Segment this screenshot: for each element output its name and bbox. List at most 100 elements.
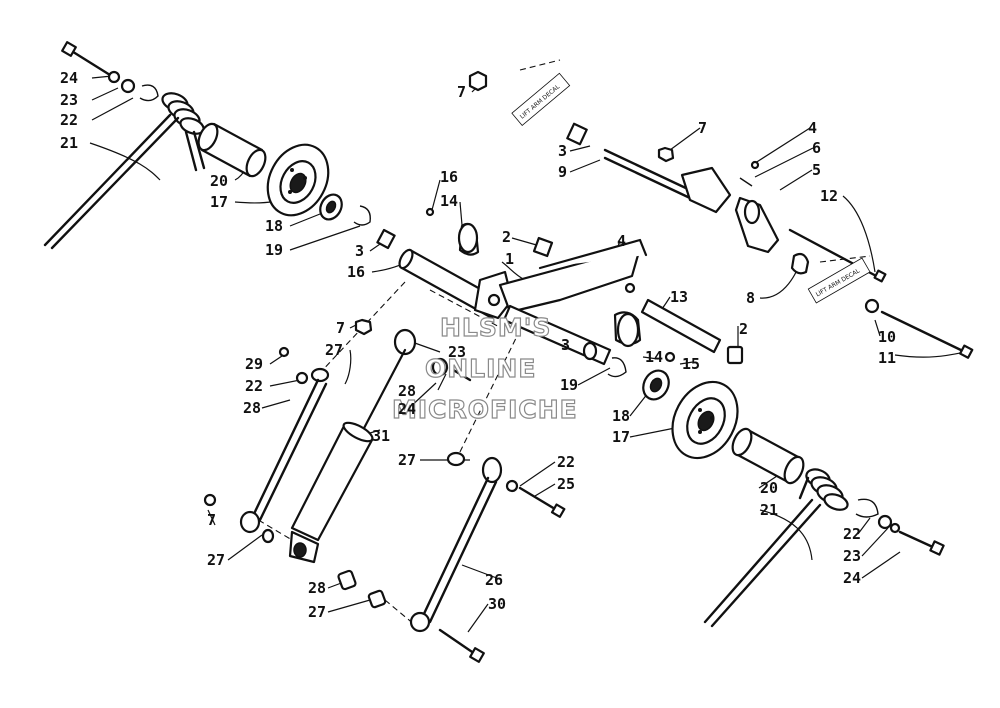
callout-label: 28 xyxy=(398,382,416,400)
nut-7-right xyxy=(657,146,675,163)
callout-label: 23 xyxy=(448,343,466,361)
callout-label: 6 xyxy=(812,139,821,157)
callout-label: 17 xyxy=(612,428,630,446)
callout-label: 21 xyxy=(760,501,778,519)
bolt-11 xyxy=(880,310,967,354)
bushing-8-upper xyxy=(566,122,588,146)
callout-label: 22 xyxy=(843,525,861,543)
nut-29-left xyxy=(278,346,290,358)
callout-label: 7 xyxy=(698,119,707,137)
bushing-27-lower-left xyxy=(239,510,261,534)
callout-label: 7 xyxy=(336,319,345,337)
torsion-spring-21-lower-right xyxy=(703,468,849,628)
front-arm-group xyxy=(398,207,744,378)
callout-label: 30 xyxy=(488,595,506,613)
spacer-tube-20-lower-right xyxy=(731,427,805,485)
callout-label: 12 xyxy=(820,187,838,205)
callout-label: 16 xyxy=(440,168,458,186)
clip-lower-right xyxy=(855,498,879,518)
rivet-15-lower xyxy=(664,351,676,363)
callout-label: 21 xyxy=(60,134,78,152)
watermark: HLSM'S ONLINE MICROFICHE xyxy=(391,312,577,424)
clip-upper-left xyxy=(139,84,159,102)
callout-labels: 24 23 22 21 20 17 18 19 3 16 16 14 2 1 4… xyxy=(60,69,896,621)
callout-label: 20 xyxy=(210,172,228,190)
grease-fitting-4 xyxy=(624,282,636,294)
bearing-18-upper-left xyxy=(319,193,343,221)
shock-and-links-group xyxy=(203,318,566,663)
callout-label: 22 xyxy=(60,111,78,129)
pivot-bolt xyxy=(487,293,501,307)
snap-ring-19-lower xyxy=(607,357,627,378)
washer-10 xyxy=(864,298,880,314)
rivet-15-upper xyxy=(425,207,435,217)
link-rod-26-right xyxy=(420,476,490,620)
bolt-24-center xyxy=(448,366,472,382)
callout-label: 24 xyxy=(60,69,78,87)
washer-22-right xyxy=(505,479,519,493)
callout-label: 29 xyxy=(245,355,263,373)
callout-label: 26 xyxy=(485,571,503,589)
bushing-27-lower xyxy=(367,589,387,609)
bushing-27-mid xyxy=(446,451,466,467)
bushing-2-right xyxy=(726,345,744,365)
callout-label: 27 xyxy=(325,341,343,359)
washer-22-left xyxy=(295,371,309,385)
idler-wheel-17-upper-left xyxy=(266,143,330,217)
bushing-27-right xyxy=(481,456,503,484)
callout-label: 8 xyxy=(746,289,755,307)
callout-label: 27 xyxy=(308,603,326,621)
decal-left-lift-arm: LIFT ARM DECAL xyxy=(511,72,571,126)
callout-label: 24 xyxy=(843,569,861,587)
callout-label: 11 xyxy=(878,349,896,367)
bushing-27-top xyxy=(393,328,417,356)
callout-label: 18 xyxy=(612,407,630,425)
callout-label: 15 xyxy=(682,355,700,373)
bushing-3-lower xyxy=(582,341,598,361)
callout-label: 3 xyxy=(355,242,364,260)
callout-label: 22 xyxy=(557,453,575,471)
bolt-24-upper-left xyxy=(68,48,112,77)
washer-22-lower-right xyxy=(877,514,893,530)
bushing-3-upper-left xyxy=(376,228,396,250)
callout-label: 7 xyxy=(457,83,466,101)
callout-label: 17 xyxy=(210,193,228,211)
callout-label: 2 xyxy=(739,320,748,338)
clip-6 xyxy=(739,177,753,187)
shock-eye-bushing xyxy=(293,542,307,558)
callout-label: 4 xyxy=(808,119,817,137)
callout-label: 27 xyxy=(207,551,225,569)
bushing-28-left xyxy=(310,367,330,383)
callout-label: 20 xyxy=(760,479,778,497)
nut-7-top xyxy=(468,70,488,92)
decal-right-lift-arm: LIFT ARM DECAL xyxy=(807,257,871,304)
bushing-30-end xyxy=(409,611,431,633)
callout-label: 13 xyxy=(670,288,688,306)
callout-label: 3 xyxy=(558,142,567,160)
link-rod-26-left xyxy=(250,378,320,520)
front-arm-brace xyxy=(538,238,648,270)
callout-label: 9 xyxy=(558,163,567,181)
callout-label: 19 xyxy=(265,241,283,259)
rear-arm-group: LIFT ARM DECAL LIFT ARM DECAL xyxy=(468,70,974,359)
callout-label: 7 xyxy=(207,511,216,529)
lock-washer-23-lower-right xyxy=(889,522,901,534)
grease-fitting-4-right xyxy=(750,160,760,170)
callout-label: 5 xyxy=(812,161,821,179)
callout-label: 27 xyxy=(398,451,416,469)
bolt-head-24-upper-left xyxy=(61,41,77,57)
shock-body-31 xyxy=(290,424,374,542)
callout-label: 14 xyxy=(645,348,663,366)
callout-label: 28 xyxy=(308,579,326,597)
bolt-24-lower-right xyxy=(898,530,937,550)
callout-label: 25 xyxy=(557,475,575,493)
spacer-lower-left xyxy=(261,528,275,544)
lower-right-spring-group xyxy=(642,369,945,628)
callout-label: 19 xyxy=(560,376,578,394)
spacer-tube-20-upper-left xyxy=(197,122,267,178)
callout-label: 31 xyxy=(372,427,390,445)
idler-wheel-17-lower-right xyxy=(671,380,739,460)
callout-label: 1 xyxy=(505,250,514,268)
callout-label: 4 xyxy=(617,232,626,250)
